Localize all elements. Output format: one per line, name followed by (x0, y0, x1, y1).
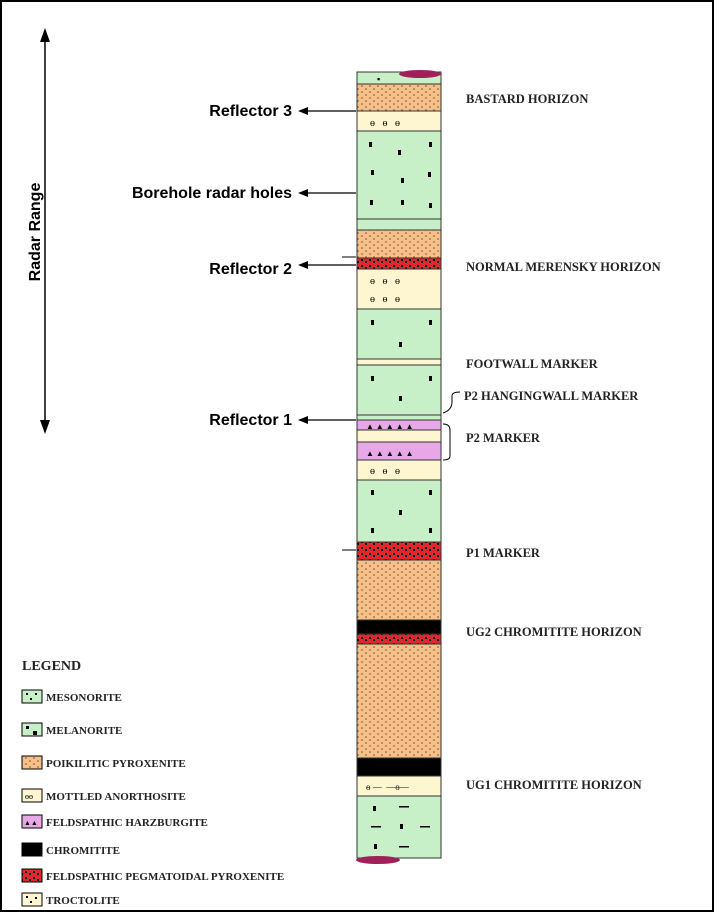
layer-pegmatoidal-pyroxenite-merensky (357, 258, 441, 269)
horizon-p1-marker: P1 MARKER (466, 546, 541, 560)
horizon-normal-merensky: NORMAL MERENSKY HORIZON (466, 260, 661, 274)
svg-text:ɵ ɵ ɵ: ɵ ɵ ɵ (370, 118, 400, 129)
legend-label-mesonorite: MESONORITE (46, 692, 122, 704)
layer-pegmatoidal-pyroxenite-ug2 (357, 634, 441, 644)
layer-footwall-marker (357, 359, 441, 365)
horizon-ug1-chromitite: UG1 CHROMITITE HORIZON (466, 778, 642, 792)
svg-text:ɵ ɵ ɵ: ɵ ɵ ɵ (370, 294, 400, 305)
p2-marker-brace (443, 424, 450, 460)
layer-pegmatoidal-pyroxenite-p1 (357, 542, 441, 560)
reflector-2-label: Reflector 2 (209, 261, 292, 278)
reflector-2-arrow (298, 261, 356, 269)
legend-swatch-poikilitic-pyroxenite (22, 756, 42, 769)
horizon-footwall-marker: FOOTWALL MARKER (466, 357, 599, 371)
svg-text:▲ ▲ ▲ ▲ ▲: ▲ ▲ ▲ ▲ ▲ (366, 449, 414, 458)
legend-label-chromitite: CHROMITITE (46, 845, 120, 857)
reflector-1-arrow (298, 416, 356, 424)
layer-poikilitic-pyroxenite-2 (357, 230, 441, 258)
horizon-p2-marker: P2 MARKER (466, 431, 541, 445)
legend-swatch-mesonorite (22, 690, 42, 703)
legend-swatch-pegmatoidal-pyroxenite (22, 869, 42, 882)
legend-swatch-melanorite (22, 723, 42, 736)
svg-text:ɵ ɵ ɵ: ɵ ɵ ɵ (370, 276, 400, 287)
legend-label-pegmatoidal-pyroxenite: FELDSPATHIC PEGMATOIDAL PYROXENITE (46, 871, 284, 883)
borehole-radar-holes-arrow (298, 189, 356, 197)
layer-poikilitic-pyroxenite-1 (357, 84, 441, 111)
legend-label-troctolite: TROCTOLITE (46, 895, 120, 907)
legend-label-poikilitic-pyroxenite: POIKILITIC PYROXENITE (46, 758, 186, 770)
horizon-bastard: BASTARD HORIZON (466, 92, 588, 106)
legend-label-feldspathic-harzburgite: FELDSPATHIC HARZBURGITE (46, 817, 208, 829)
layer-chromitite-ug2 (357, 620, 441, 634)
legend-swatch-troctolite (22, 893, 42, 906)
svg-text:▲▲: ▲▲ (24, 819, 38, 827)
p2-hangingwall-brace (443, 392, 460, 413)
legend-swatch-mottled-anorthosite: ɵɵ (22, 789, 42, 802)
column-bottom-cap (356, 856, 400, 864)
legend-label-mottled-anorthosite: MOTTLED ANORTHOSITE (46, 791, 186, 803)
horizon-p2-hangingwall-marker: P2 HANGINGWALL MARKER (464, 389, 639, 403)
radar-range-label: Radar Range (27, 183, 44, 282)
legend-title: LEGEND (22, 659, 81, 674)
legend-label-melanorite: MELANORITE (46, 725, 122, 737)
layer-chromitite-ug1 (357, 758, 441, 776)
reflector-3-label: Reflector 3 (209, 103, 292, 120)
layer-melanorite-3 (357, 365, 441, 415)
svg-text:ɵɵ: ɵɵ (25, 792, 33, 801)
horizon-ug2-chromitite: UG2 CHROMITITE HORIZON (466, 625, 642, 639)
svg-text:▪: ▪ (377, 74, 380, 84)
layer-troctolite (357, 430, 441, 442)
svg-text:ɵ ɵ ɵ: ɵ ɵ ɵ (370, 466, 400, 477)
borehole-column: ▪ ɵ ɵ ɵ ɵ ɵ ɵ ɵ ɵ ɵ ▲ ▲ ▲ ▲ ▲ (356, 70, 441, 864)
layer-poikilitic-pyroxenite-4 (357, 644, 441, 758)
borehole-radar-holes-label: Borehole radar holes (132, 185, 292, 202)
reflector-3-arrow (298, 107, 356, 115)
legend-swatch-feldspathic-harzburgite: ▲▲ (22, 815, 42, 828)
layer-poikilitic-pyroxenite-3 (357, 560, 441, 620)
reflector-1-label: Reflector 1 (209, 412, 292, 429)
layer-melanorite-2 (357, 309, 441, 359)
svg-text:▲ ▲ ▲ ▲ ▲: ▲ ▲ ▲ ▲ ▲ (366, 422, 414, 431)
layer-mesonorite-thin (357, 219, 441, 230)
layer-p2-hangingwall (357, 415, 441, 420)
legend-swatch-chromitite (22, 843, 42, 856)
legend: LEGEND ɵɵ ▲▲ ME (22, 659, 284, 907)
svg-text:ɵ — —ɵ—: ɵ — —ɵ— (366, 782, 410, 792)
column-top-cap (399, 70, 441, 78)
